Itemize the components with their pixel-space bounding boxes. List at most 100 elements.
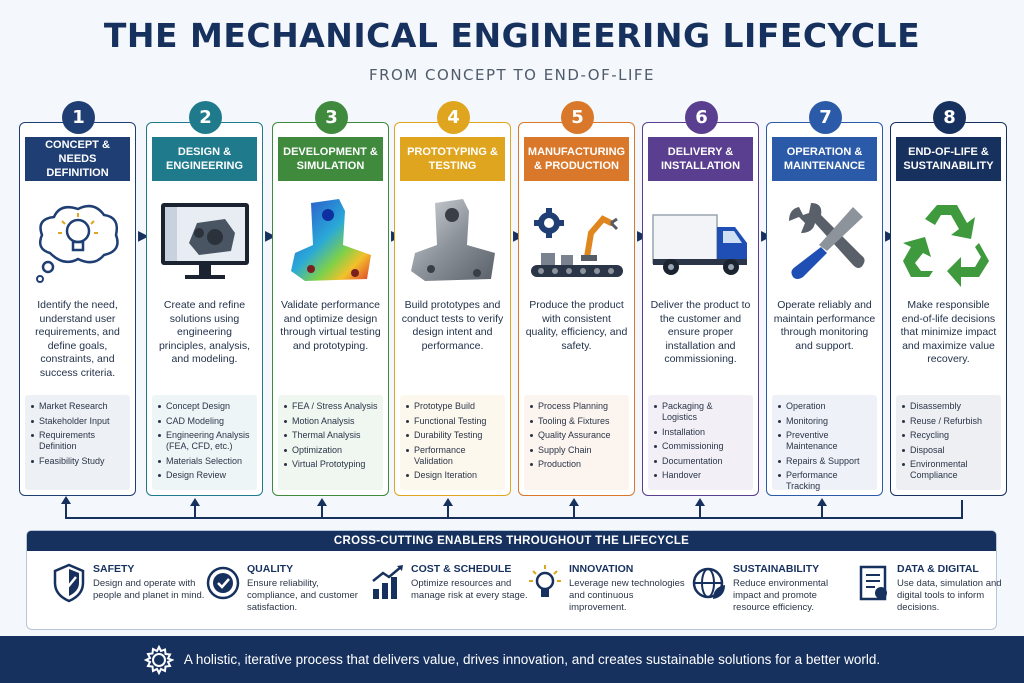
stage-description: Operate reliably and maintain performanc… <box>773 299 876 352</box>
stage-title: MANUFACTURING & PRODUCTION <box>524 137 629 181</box>
cross-cutting-enablers: CROSS-CUTTING ENABLERS THROUGHOUT THE LI… <box>26 530 1002 630</box>
stage-description: Deliver the product to the customer and … <box>650 299 751 365</box>
stage-description: Build prototypes and conduct tests to ve… <box>401 299 504 352</box>
enabler-title: SUSTAINABILITY <box>733 563 820 575</box>
list-item: Virtual Prototyping <box>284 459 379 470</box>
list-item: FEA / Stress Analysis <box>284 401 379 412</box>
enabler-description: Leverage new technologies and continuous… <box>569 578 685 613</box>
gear-icon <box>143 644 174 675</box>
list-item: Concept Design <box>158 401 253 412</box>
enablers-heading: CROSS-CUTTING ENABLERS THROUGHOUT THE LI… <box>27 531 996 551</box>
enabler-title: INNOVATION <box>569 563 634 575</box>
list-item: Materials Selection <box>158 456 253 467</box>
lightbulb-icon <box>527 563 563 603</box>
footer-text: A holistic, iterative process that deliv… <box>183 652 881 667</box>
list-item: Disposal <box>902 445 997 456</box>
list-item: Reuse / Refurbish <box>902 416 997 427</box>
stage-title: OPERATION & MAINTENANCE <box>772 137 877 181</box>
globe-leaf-icon <box>691 563 727 603</box>
enabler-item: INNOVATION Leverage new technologies and … <box>527 563 687 623</box>
stage-number-badge: 7 <box>809 101 842 134</box>
list-item: Tooling & Fixtures <box>530 416 625 427</box>
page-title: THE MECHANICAL ENGINEERING LIFECYCLE <box>103 16 921 55</box>
stage-number-badge: 6 <box>685 101 718 134</box>
enabler-description: Design and operate with people and plane… <box>93 578 205 601</box>
list-item: Market Research <box>31 401 126 412</box>
list-item: Handover <box>654 470 749 481</box>
list-item: Process Planning <box>530 401 625 412</box>
stage-number-badge: 3 <box>315 101 348 134</box>
page-subtitle: FROM CONCEPT TO END-OF-LIFE <box>368 66 656 84</box>
enabler-item: DATA & DIGITAL Use data, simulation and d… <box>855 563 1015 623</box>
list-item: Feasibility Study <box>31 456 126 467</box>
stage-description: Produce the product with consistent qual… <box>525 299 628 352</box>
stage-number-badge: 5 <box>561 101 594 134</box>
list-item: Disassembly <box>902 401 997 412</box>
list-item: Design Review <box>158 470 253 481</box>
list-item: Thermal Analysis <box>284 430 379 441</box>
quality-check-icon <box>205 563 241 603</box>
list-item: Performance Validation <box>406 445 501 467</box>
stage-description: Identify the need, understand user requi… <box>35 299 120 379</box>
stage-description: Validate performance and optimize design… <box>280 299 381 352</box>
recycle-icon <box>899 193 999 288</box>
growth-chart-icon <box>369 563 405 603</box>
enabler-item: SUSTAINABILITY Reduce environmental impac… <box>691 563 851 623</box>
list-item: Performance Tracking <box>778 470 873 492</box>
cad-monitor-icon <box>155 193 255 288</box>
stage-title: PROTOTYPING & TESTING <box>400 137 505 181</box>
list-item: Requirements Definition <box>31 430 126 452</box>
list-item: Supply Chain <box>530 445 625 456</box>
chevron-right-icon: ▶ <box>265 227 276 243</box>
enabler-item: QUALITY Ensure reliability, compliance, a… <box>205 563 365 623</box>
stage-number-badge: 1 <box>62 101 95 134</box>
factory-robot-icon <box>527 193 627 288</box>
list-item: Installation <box>654 427 749 438</box>
wrench-screwdriver-icon <box>775 193 875 288</box>
lightbulb-thought-icon <box>28 193 128 288</box>
stage-title: END-OF-LIFE & SUSTAINABILITY <box>896 137 1001 181</box>
shield-check-icon <box>51 563 87 603</box>
list-item: Functional Testing <box>406 416 501 427</box>
stage-title: CONCEPT & NEEDS DEFINITION <box>25 137 130 181</box>
enabler-description: Optimize resources and manage risk at ev… <box>411 578 528 601</box>
list-item: Environmental Compliance <box>902 459 997 481</box>
fea-bracket-icon <box>281 193 381 288</box>
list-item: Durability Testing <box>406 430 501 441</box>
enabler-description: Ensure reliability, compliance, and cust… <box>247 578 358 613</box>
enabler-description: Reduce environmental impact and promote … <box>733 578 829 613</box>
list-item: Quality Assurance <box>530 430 625 441</box>
list-item: Prototype Build <box>406 401 501 412</box>
enabler-title: QUALITY <box>247 563 294 575</box>
footer-banner: A holistic, iterative process that deliv… <box>0 636 1024 683</box>
stage-number-badge: 2 <box>189 101 222 134</box>
list-item: Design Iteration <box>406 470 501 481</box>
stage-title: DEVELOPMENT & SIMULATION <box>278 137 383 181</box>
list-item: Optimization <box>284 445 379 456</box>
list-item: Stakeholder Input <box>31 416 126 427</box>
list-item: Operation <box>778 401 873 412</box>
list-item: Documentation <box>654 456 749 467</box>
enabler-description: Use data, simulation and digital tools t… <box>897 578 1002 613</box>
stage-description: Make responsible end-of-life decisions t… <box>900 299 997 365</box>
enabler-title: DATA & DIGITAL <box>897 563 979 575</box>
list-item: Repairs & Support <box>778 456 873 467</box>
list-item: Monitoring <box>778 416 873 427</box>
